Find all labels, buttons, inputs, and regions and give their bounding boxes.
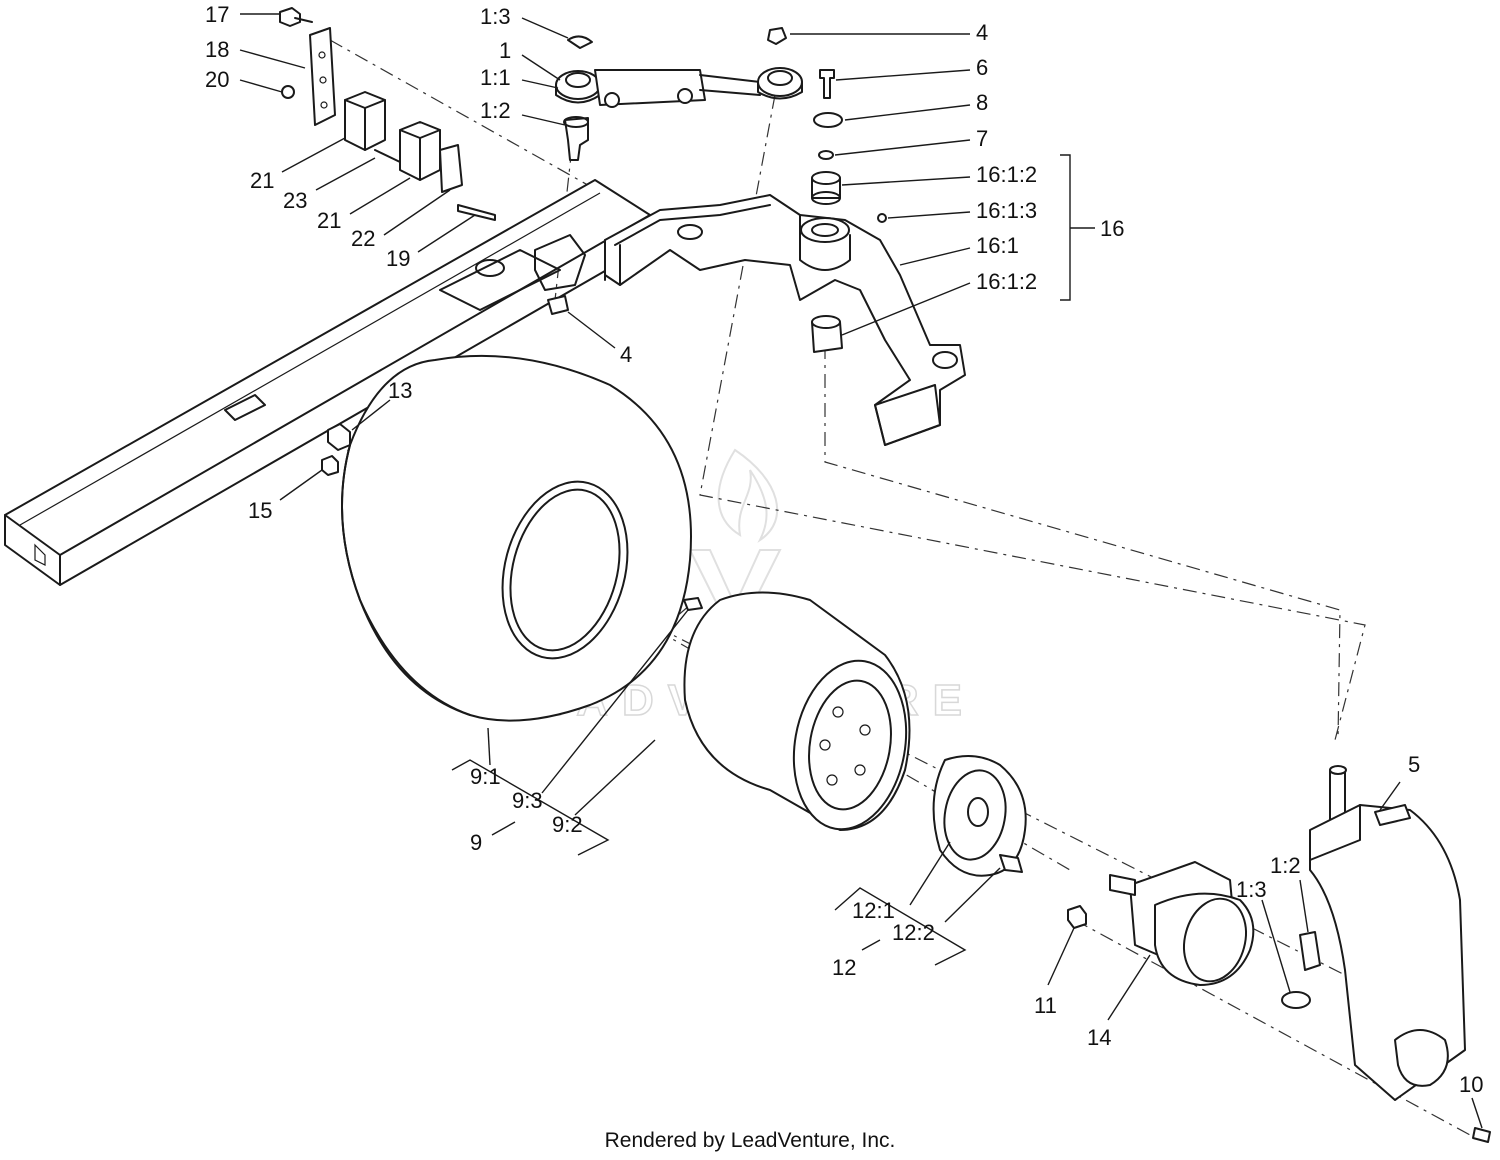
label-18: 18 bbox=[205, 37, 229, 62]
label-23: 23 bbox=[283, 188, 307, 213]
leader-lines bbox=[239, 13, 1483, 1129]
wheel-motor bbox=[1067, 861, 1255, 986]
label-1-3-b: 1:3 bbox=[1236, 877, 1267, 902]
swing-arm bbox=[604, 194, 966, 446]
label-16-1: 16:1 bbox=[976, 233, 1019, 258]
callout-labels: 17 18 20 21 23 21 22 19 4 13 15 1:3 1 1:… bbox=[205, 2, 1483, 1097]
label-8: 8 bbox=[976, 90, 988, 115]
label-1-1: 1:1 bbox=[480, 65, 511, 90]
footer-credit: Rendered by LeadVenture, Inc. bbox=[605, 1129, 896, 1152]
label-9: 9 bbox=[470, 830, 482, 855]
label-13: 13 bbox=[388, 378, 412, 403]
label-4-a: 4 bbox=[620, 342, 632, 367]
label-16: 16 bbox=[1100, 216, 1124, 241]
label-20: 20 bbox=[205, 67, 229, 92]
label-5: 5 bbox=[1408, 752, 1420, 777]
label-9-3: 9:3 bbox=[512, 788, 543, 813]
label-16-1-3: 16:1:3 bbox=[976, 198, 1037, 223]
wheel-rim bbox=[683, 591, 911, 831]
label-17: 17 bbox=[205, 2, 229, 27]
watermark-flame-icon bbox=[717, 448, 779, 543]
label-7: 7 bbox=[976, 126, 988, 151]
label-21-b: 21 bbox=[317, 208, 341, 233]
label-16-1-2-b: 16:1:2 bbox=[976, 269, 1037, 294]
label-6: 6 bbox=[976, 55, 988, 80]
label-16-1-2-a: 16:1:2 bbox=[976, 162, 1037, 187]
label-21-a: 21 bbox=[250, 168, 274, 193]
label-14: 14 bbox=[1087, 1025, 1111, 1050]
caster-fork bbox=[1281, 765, 1491, 1143]
label-1-2-a: 1:2 bbox=[480, 98, 511, 123]
label-15: 15 bbox=[248, 498, 272, 523]
label-11: 11 bbox=[1034, 993, 1057, 1018]
label-1-3-a: 1:3 bbox=[480, 4, 511, 29]
label-12-2: 12:2 bbox=[892, 920, 935, 945]
tire bbox=[321, 354, 692, 722]
label-9-2: 9:2 bbox=[552, 812, 583, 837]
label-9-1: 9:1 bbox=[470, 764, 501, 789]
hydraulic-cylinder bbox=[547, 35, 803, 315]
bracket-group bbox=[279, 7, 496, 221]
label-22: 22 bbox=[351, 226, 375, 251]
label-12: 12 bbox=[832, 955, 856, 980]
label-12-1: 12:1 bbox=[852, 898, 895, 923]
label-10: 10 bbox=[1459, 1072, 1483, 1097]
label-4-b: 4 bbox=[976, 20, 988, 45]
label-19: 19 bbox=[386, 246, 410, 271]
label-1: 1 bbox=[499, 38, 511, 63]
label-1-2-b: 1:2 bbox=[1270, 853, 1301, 878]
wheel-hub bbox=[932, 755, 1027, 877]
pivot-hardware bbox=[767, 27, 887, 353]
